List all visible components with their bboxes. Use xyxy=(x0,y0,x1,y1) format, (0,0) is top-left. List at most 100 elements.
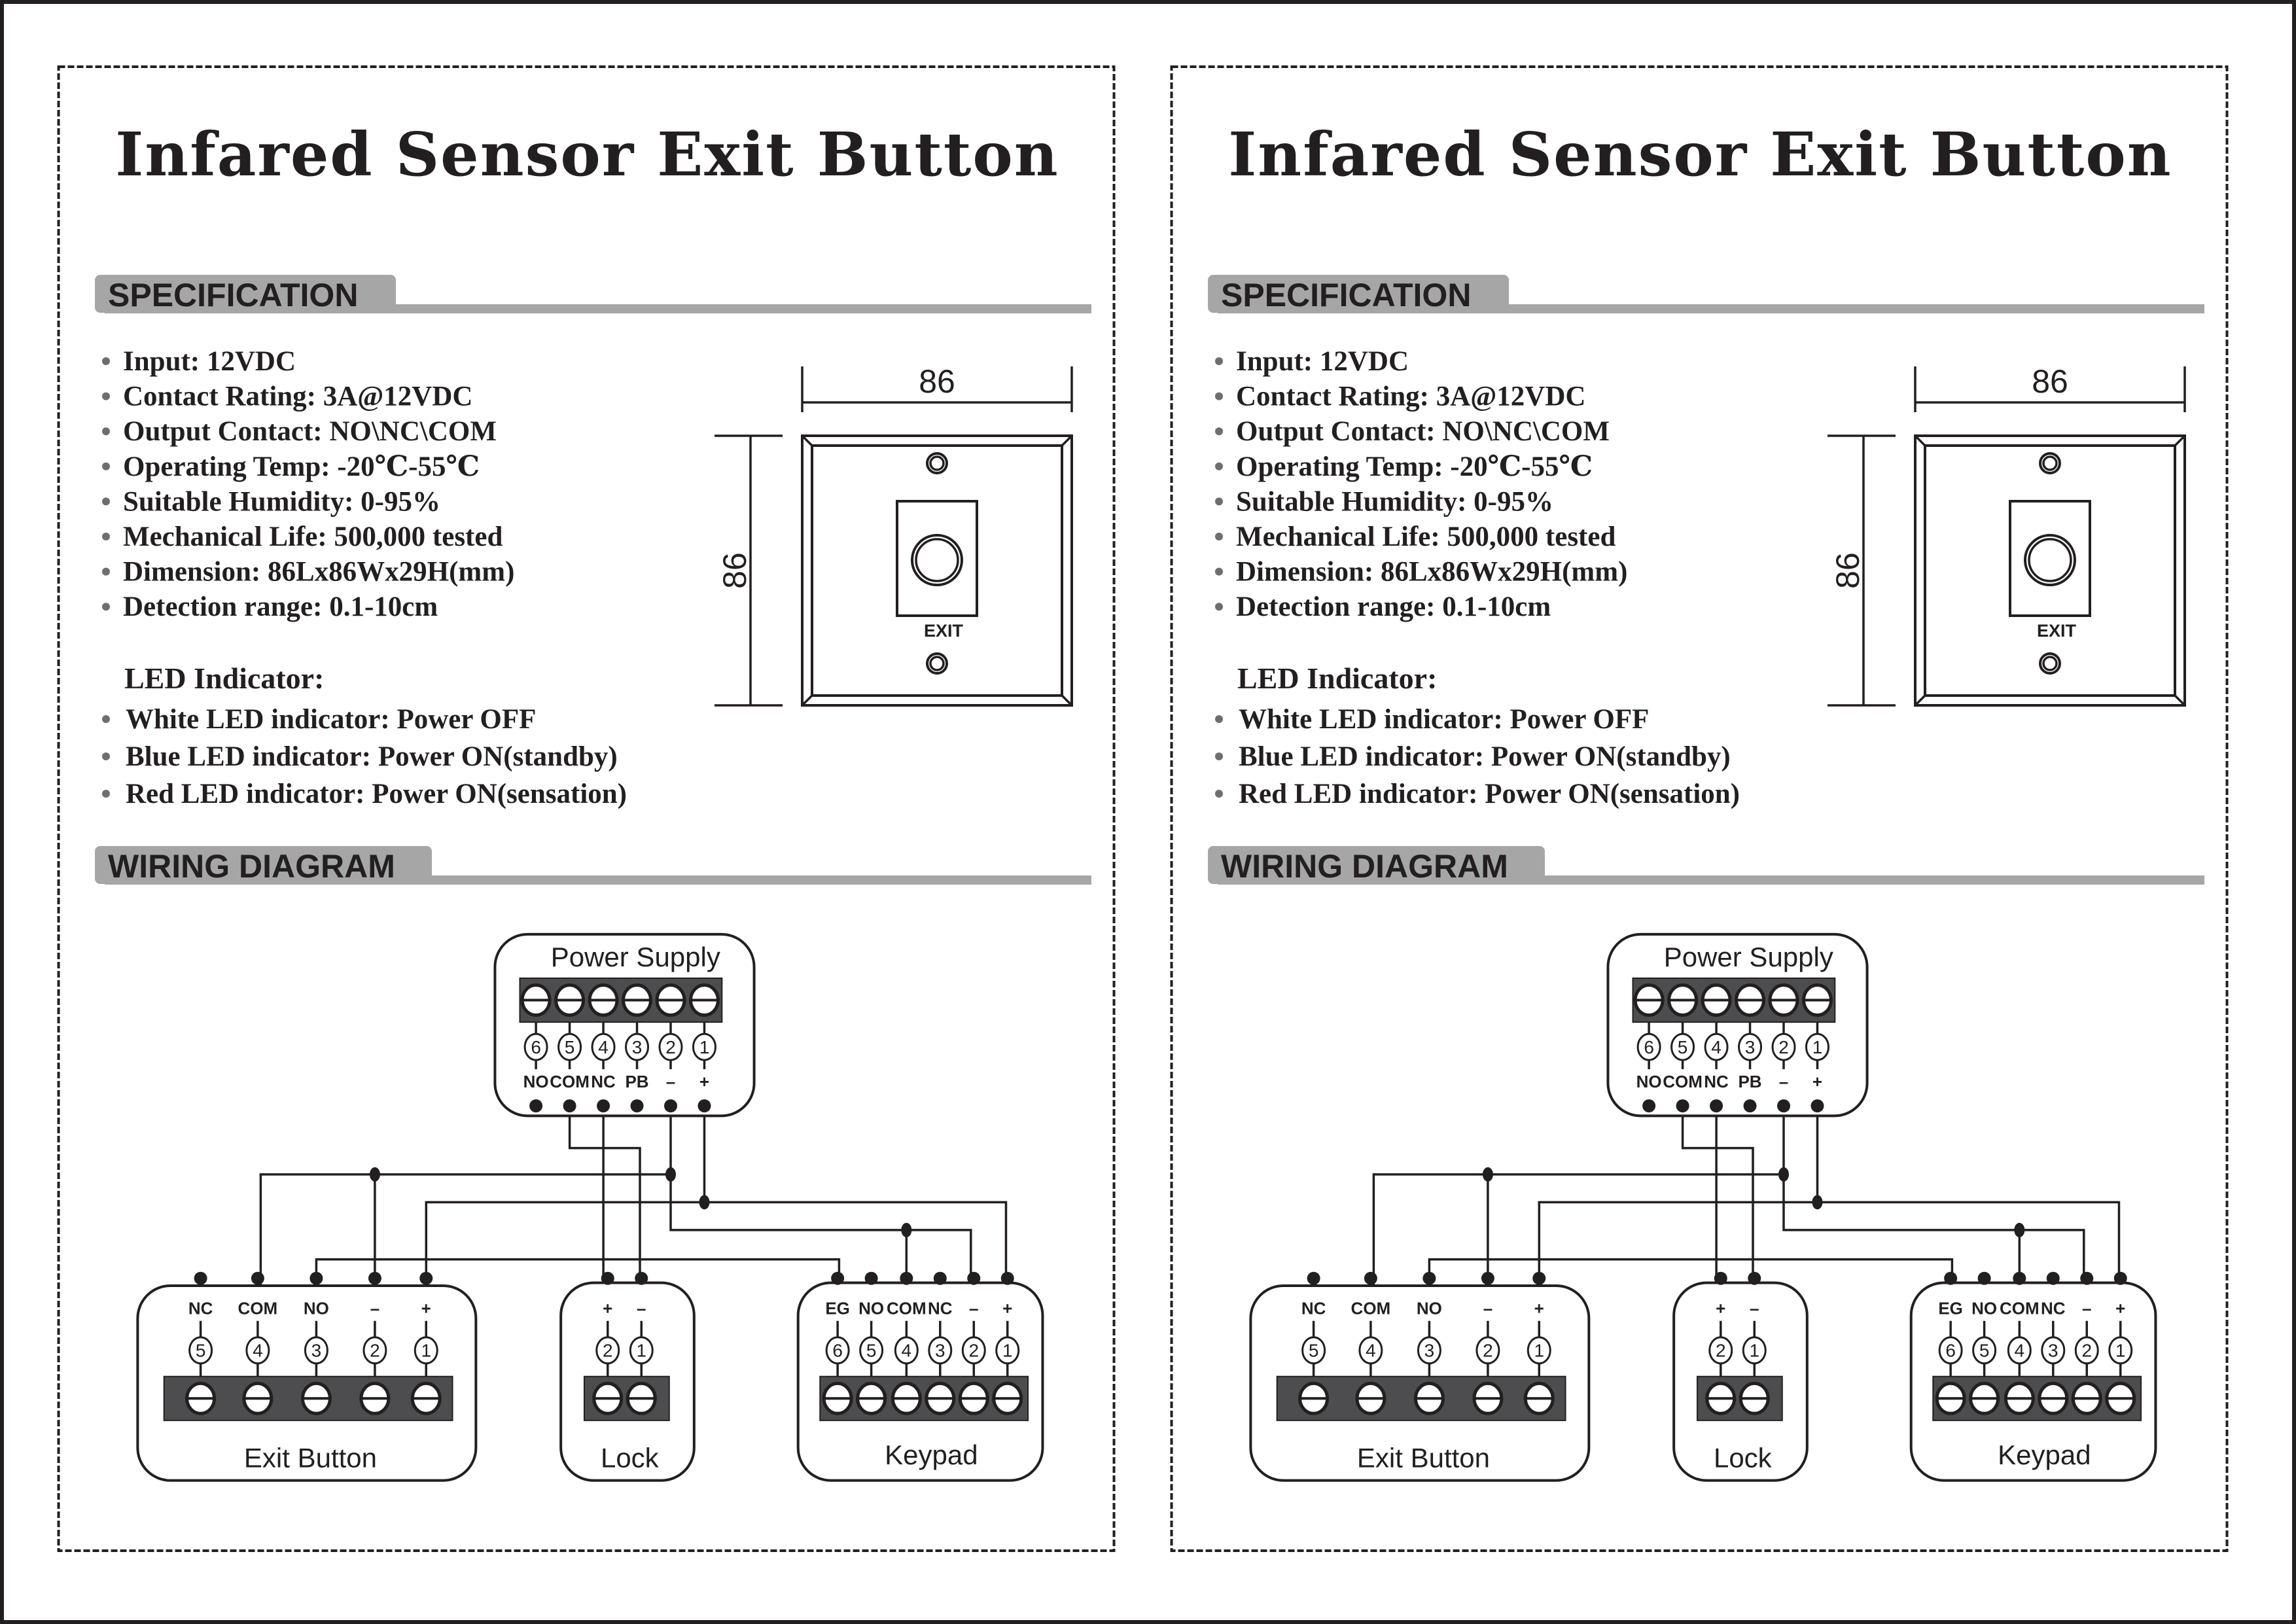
spec-item: Contact Rating: 3A@12VDC xyxy=(1215,381,1585,412)
spec-item: Operating Temp: -20℃-55℃ xyxy=(1215,451,1593,482)
led-item-text: Red LED indicator: Power ON(sensation) xyxy=(126,779,627,809)
wire-junction xyxy=(665,1167,677,1182)
terminal-label: COM xyxy=(550,1072,590,1091)
terminal-label: – xyxy=(666,1072,675,1091)
terminal-number-circle xyxy=(188,1336,213,1365)
spec-item-text: Mechanical Life: 500,000 tested xyxy=(123,521,503,552)
wire xyxy=(1372,1173,1784,1301)
terminal-number: 2 xyxy=(1716,1341,1726,1361)
terminal-connection-dot xyxy=(1481,1271,1494,1285)
terminal-connection-dot xyxy=(1743,1099,1757,1113)
terminal-number: 5 xyxy=(1309,1341,1319,1361)
terminal-label: COM xyxy=(238,1299,278,1318)
terminal: 5NO xyxy=(856,1271,887,1415)
terminal-number: 3 xyxy=(1745,1037,1756,1057)
screw-hole-icon xyxy=(2039,452,2061,474)
lock-label: Lock xyxy=(1714,1442,1773,1473)
bullet-icon xyxy=(1215,715,1223,723)
terminal: 1+ xyxy=(1801,983,1833,1113)
led-heading: LED Indicator: xyxy=(1237,662,1437,695)
specification-label: SPECIFICATION xyxy=(108,277,358,313)
spec-item: Input: 12VDC xyxy=(102,346,296,377)
terminal-connection-dot xyxy=(1748,1271,1761,1285)
terminal-label: + xyxy=(1534,1299,1544,1318)
terminal: 2+ xyxy=(1705,1271,1737,1415)
terminal-number-circle xyxy=(961,1336,986,1365)
bullet-icon xyxy=(1215,533,1223,540)
spec-item-text: Operating Temp: -20℃-55℃ xyxy=(1236,451,1593,482)
terminal-number-circle xyxy=(825,1336,850,1365)
terminal-label: – xyxy=(1779,1072,1788,1091)
terminal: 2– xyxy=(359,1271,391,1415)
led-item-text: Blue LED indicator: Power ON(standby) xyxy=(1239,741,1731,772)
bevel-line xyxy=(801,694,813,707)
width-dimension-label: 86 xyxy=(919,363,955,400)
terminal-number: 2 xyxy=(1778,1037,1789,1057)
height-dimension-label: 86 xyxy=(716,552,753,589)
lock: 2+1–Lock xyxy=(1672,1271,1809,1482)
spec-item: Mechanical Life: 500,000 tested xyxy=(1215,521,1616,552)
terminal-label: NC xyxy=(928,1299,953,1318)
terminal-number-circle xyxy=(692,1033,716,1061)
faceplate-outer xyxy=(801,434,1073,707)
terminal-label: – xyxy=(370,1299,380,1318)
terminal-number: 4 xyxy=(253,1341,263,1361)
spec-item-text: Detection range: 0.1-10cm xyxy=(1236,591,1551,622)
terminal-label: NO xyxy=(304,1299,329,1318)
terminal-label: – xyxy=(637,1299,646,1318)
terminal-label: + xyxy=(1002,1299,1012,1318)
terminal-number-circle xyxy=(1358,1336,1383,1365)
bullet-icon xyxy=(1215,427,1223,436)
terminal-connection-dot xyxy=(1810,1099,1824,1113)
spec-item: Output Contact: NO\NC\COM xyxy=(1215,416,1610,447)
terminal-number: 6 xyxy=(1644,1037,1654,1057)
terminal: 1+ xyxy=(1523,1271,1555,1415)
terminal-number-circle xyxy=(1938,1336,1963,1365)
terminal-connection-dot xyxy=(597,1099,610,1113)
terminal-number-circle xyxy=(1704,1033,1729,1061)
spec-item: Operating Temp: -20℃-55℃ xyxy=(102,451,480,482)
wiring-heading: WIRING DIAGRAM xyxy=(95,846,1091,885)
terminal-label: NO xyxy=(1636,1072,1662,1091)
terminal-connection-dot xyxy=(967,1271,981,1285)
wire-junction xyxy=(2014,1222,2025,1237)
terminal-number-circle xyxy=(859,1336,884,1365)
wire xyxy=(568,1098,641,1301)
wire xyxy=(1681,1098,1754,1301)
terminal-label: NO xyxy=(1971,1299,1997,1318)
terminal: 4 COM xyxy=(238,1271,278,1415)
terminal: 3NC xyxy=(2038,1271,2069,1415)
keypad-label: Keypad xyxy=(1998,1439,2091,1470)
terminal-number-circle xyxy=(1742,1336,1767,1365)
terminal-connection-dot xyxy=(864,1271,878,1285)
section-underline xyxy=(105,304,1091,313)
terminal-label: NC xyxy=(2041,1299,2066,1318)
bullet-icon xyxy=(102,497,110,506)
terminal-connection-dot xyxy=(831,1271,845,1285)
bullet-icon xyxy=(1215,752,1223,760)
terminal: 1+ xyxy=(688,983,720,1113)
terminal-number-circle xyxy=(2007,1336,2032,1365)
terminal-number-circle xyxy=(557,1033,582,1061)
panel-2: Infared Sensor Exit ButtonSPECIFICATIONI… xyxy=(1170,65,2229,1552)
terminal-strip xyxy=(1632,977,1836,1023)
bullet-icon xyxy=(102,533,110,540)
wire xyxy=(1816,1098,2121,1301)
wire xyxy=(259,1173,671,1301)
wire-junction xyxy=(1812,1195,1823,1210)
bevel-line xyxy=(2174,694,2186,707)
led-item: Blue LED indicator: Power ON(standby) xyxy=(1215,741,1731,772)
terminal: 6NO xyxy=(520,983,552,1113)
terminal-number: 3 xyxy=(632,1037,643,1057)
spec-item-text: Output Contact: NO\NC\COM xyxy=(123,416,497,447)
terminal-number-circle xyxy=(362,1336,387,1365)
terminal-number-circle xyxy=(928,1336,953,1365)
terminal-number: 2 xyxy=(1483,1341,1493,1361)
